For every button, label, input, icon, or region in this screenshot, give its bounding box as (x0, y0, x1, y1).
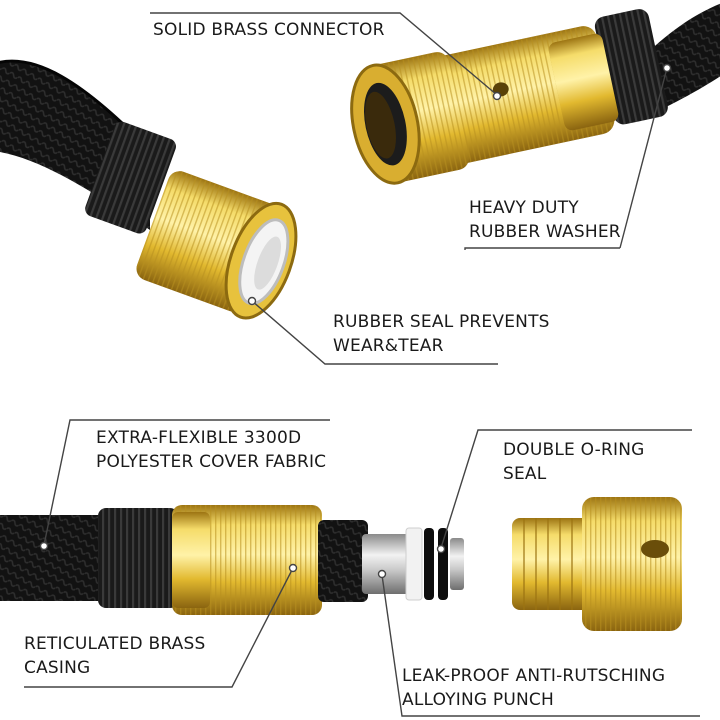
top-right-connector (350, 3, 720, 185)
callout-line: HEAVY DUTY (469, 198, 579, 218)
top-left-hose (0, 59, 298, 320)
callout-line: DOUBLE O-RING (503, 440, 645, 460)
callout-cover-fabric: EXTRA-FLEXIBLE 3300D POLYESTER COVER FAB… (96, 426, 326, 474)
callout-line: ALLOYING PUNCH (402, 690, 554, 710)
callout-line: SOLID BRASS CONNECTOR (153, 20, 385, 40)
callout-heavy-duty-rubber-washer: HEAVY DUTY RUBBER WASHER (469, 196, 621, 244)
callout-rubber-seal: RUBBER SEAL PREVENTS WEAR&TEAR (333, 310, 550, 358)
callout-alloying-punch: LEAK-PROOF ANTI-RUTSCHING ALLOYING PUNCH (402, 664, 665, 712)
callout-line: WEAR&TEAR (333, 336, 444, 356)
callout-line: RUBBER SEAL PREVENTS (333, 312, 550, 332)
callout-line: LEAK-PROOF ANTI-RUTSCHING (402, 666, 666, 686)
callout-line: CASING (24, 658, 91, 678)
callout-reticulated-brass-casing: RETICULATED BRASS CASING (24, 632, 205, 680)
callout-line: SEAL (503, 464, 547, 484)
brass-connector-top-left (136, 171, 298, 320)
callout-line: RUBBER WASHER (469, 222, 621, 242)
callout-line: POLYESTER COVER FABRIC (96, 452, 327, 472)
bottom-right-adapter (512, 497, 682, 631)
callout-line: RETICULATED BRASS (24, 634, 206, 654)
callout-solid-brass-connector: SOLID BRASS CONNECTOR (153, 18, 385, 42)
callout-line: EXTRA-FLEXIBLE 3300D (96, 428, 302, 448)
leader-lines (24, 12, 700, 717)
callout-double-o-ring: DOUBLE O-RING SEAL (503, 438, 645, 486)
bottom-hose-assembly (0, 505, 464, 615)
